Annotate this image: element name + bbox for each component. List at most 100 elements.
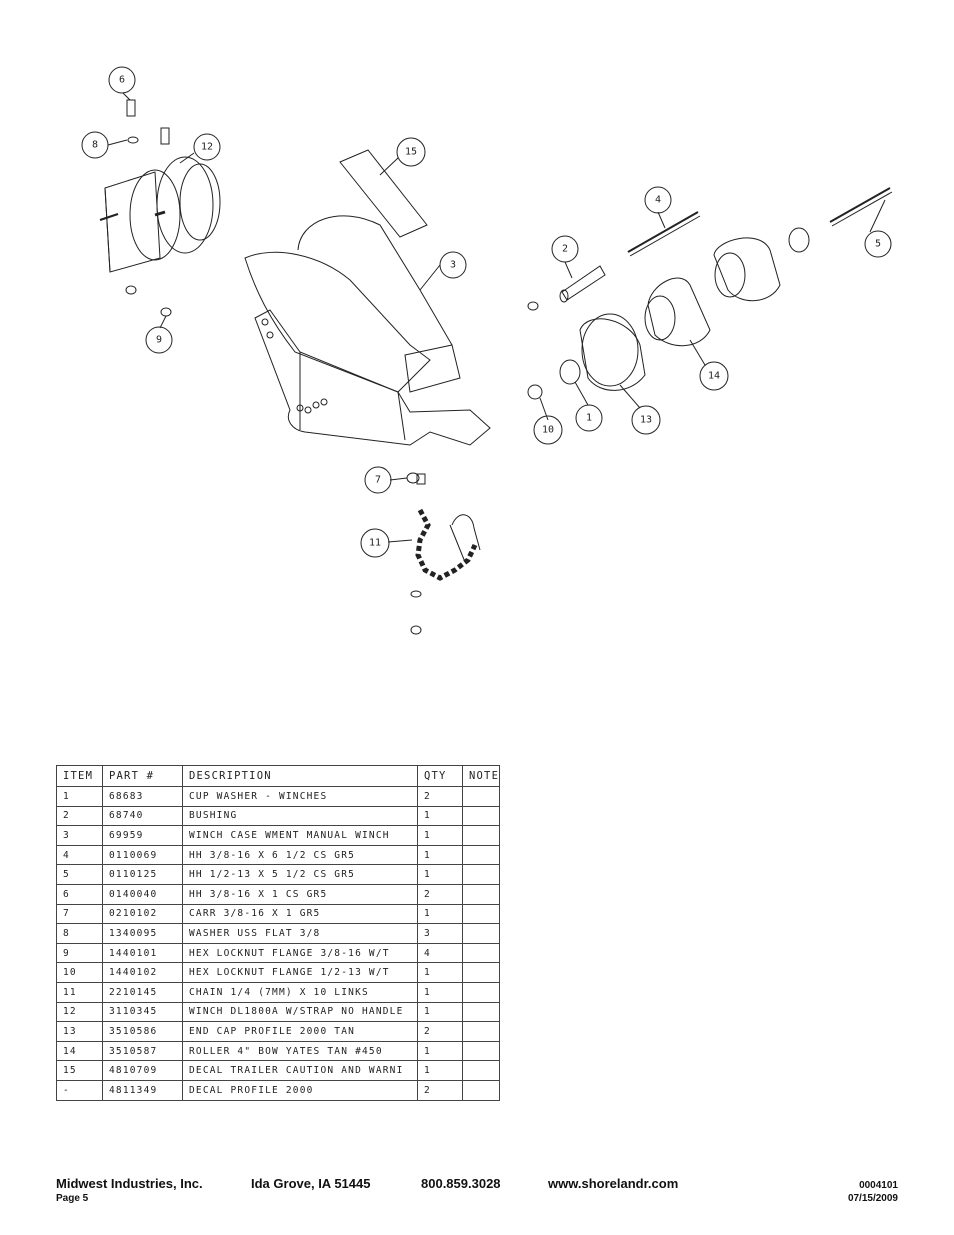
callout-4: 4 xyxy=(655,195,661,206)
cell-item: 8 xyxy=(56,923,103,944)
cell-qty: 1 xyxy=(417,1040,463,1062)
cell-item: 14 xyxy=(56,1040,103,1062)
decal-drawing xyxy=(339,149,428,238)
cell-part-number: 68740 xyxy=(102,805,183,827)
cell-description: DECAL TRAILER CAUTION AND WARNI xyxy=(182,1060,418,1081)
cell-description: HEX LOCKNUT FLANGE 3/8-16 W/T xyxy=(182,942,418,964)
cell-item: 13 xyxy=(56,1021,103,1042)
cell-part-number: 3510587 xyxy=(102,1040,183,1062)
cell-qty: 1 xyxy=(417,825,463,846)
cell-qty: 2 xyxy=(417,883,463,905)
cell-qty: 1 xyxy=(417,903,463,925)
cell-note xyxy=(461,825,501,846)
header-qty: QTY xyxy=(417,765,463,787)
cell-description: HH 3/8-16 X 6 1/2 CS GR5 xyxy=(182,844,418,866)
cell-description: BUSHING xyxy=(182,805,418,827)
cell-description: ROLLER 4" BOW YATES TAN #450 xyxy=(182,1040,418,1062)
callout-11: 11 xyxy=(369,538,381,549)
cell-note xyxy=(461,1079,501,1101)
cell-description: WASHER USS FLAT 3/8 xyxy=(182,923,418,944)
cell-note xyxy=(461,942,501,964)
cell-note xyxy=(461,923,501,944)
cell-part-number: 68683 xyxy=(102,786,183,807)
cell-item: 7 xyxy=(56,903,103,925)
cell-note xyxy=(461,805,501,827)
table-header-row: ITEM PART # DESCRIPTION QTY NOTE xyxy=(56,765,501,787)
cell-part-number: 4810709 xyxy=(102,1060,183,1081)
cell-description: HH 3/8-16 X 1 CS GR5 xyxy=(182,883,418,905)
winch-drawing xyxy=(99,99,221,317)
cell-qty: 4 xyxy=(417,942,463,964)
roller-assembly-drawing xyxy=(527,187,893,400)
cell-description: CHAIN 1/4 (7MM) X 10 LINKS xyxy=(182,981,418,1003)
cell-item: 15 xyxy=(56,1060,103,1081)
callout-9: 9 xyxy=(156,335,162,346)
cell-part-number: 4811349 xyxy=(102,1079,183,1101)
cell-item: 11 xyxy=(56,981,103,1003)
carriage-bolt-drawing xyxy=(406,472,426,485)
cell-qty: 1 xyxy=(417,1001,463,1023)
callout-7: 7 xyxy=(375,475,381,486)
chain-drawing xyxy=(410,508,481,635)
cell-description: DECAL PROFILE 2000 xyxy=(182,1079,418,1101)
cell-part-number: 1440102 xyxy=(102,962,183,983)
cell-note xyxy=(461,1040,501,1062)
company-website[interactable]: www.shorelandr.com xyxy=(548,1176,679,1191)
callout-1: 1 xyxy=(586,413,592,424)
cell-part-number: 0110125 xyxy=(102,864,183,885)
cell-description: WINCH DL1800A W/STRAP NO HANDLE xyxy=(182,1001,418,1023)
cell-part-number: 0140040 xyxy=(102,883,183,905)
cell-description: CARR 3/8-16 X 1 GR5 xyxy=(182,903,418,925)
page-number: Page 5 xyxy=(56,1193,89,1204)
cell-item: 3 xyxy=(56,825,103,846)
cell-part-number: 0210102 xyxy=(102,903,183,925)
cell-qty: 3 xyxy=(417,923,463,944)
cell-item: 5 xyxy=(56,864,103,885)
callout-14: 14 xyxy=(708,371,720,382)
cell-description: HH 1/2-13 X 5 1/2 CS GR5 xyxy=(182,864,418,885)
cell-note xyxy=(461,981,501,1003)
cell-note xyxy=(461,786,501,807)
cell-note xyxy=(461,962,501,983)
cell-note xyxy=(461,1060,501,1081)
callout-10: 10 xyxy=(542,425,554,436)
callout-5: 5 xyxy=(875,239,881,250)
header-description: DESCRIPTION xyxy=(182,765,418,787)
cell-part-number: 1340095 xyxy=(102,923,183,944)
cell-part-number: 3510586 xyxy=(102,1021,183,1042)
cell-qty: 2 xyxy=(417,1021,463,1042)
callout-12: 12 xyxy=(201,142,213,153)
cell-qty: 1 xyxy=(417,805,463,827)
cell-qty: 2 xyxy=(417,1079,463,1101)
cell-part-number: 2210145 xyxy=(102,981,183,1003)
header-part: PART # xyxy=(102,765,183,787)
cell-note xyxy=(461,1001,501,1023)
cell-item: - xyxy=(56,1079,103,1101)
exploded-parts-diagram: 6 8 12 15 3 4 2 5 9 14 13 1 10 7 11 xyxy=(81,66,893,635)
cell-item: 9 xyxy=(56,942,103,964)
cell-description: WINCH CASE WMENT MANUAL WINCH xyxy=(182,825,418,846)
cell-part-number: 1440101 xyxy=(102,942,183,964)
document-number: 0004101 xyxy=(859,1180,898,1191)
cell-description: CUP WASHER - WINCHES xyxy=(182,786,418,807)
callout-3: 3 xyxy=(450,260,456,271)
cell-qty: 2 xyxy=(417,786,463,807)
cell-item: 1 xyxy=(56,786,103,807)
callout-6: 6 xyxy=(119,75,125,86)
cell-item: 6 xyxy=(56,883,103,905)
callout-8: 8 xyxy=(92,140,98,151)
